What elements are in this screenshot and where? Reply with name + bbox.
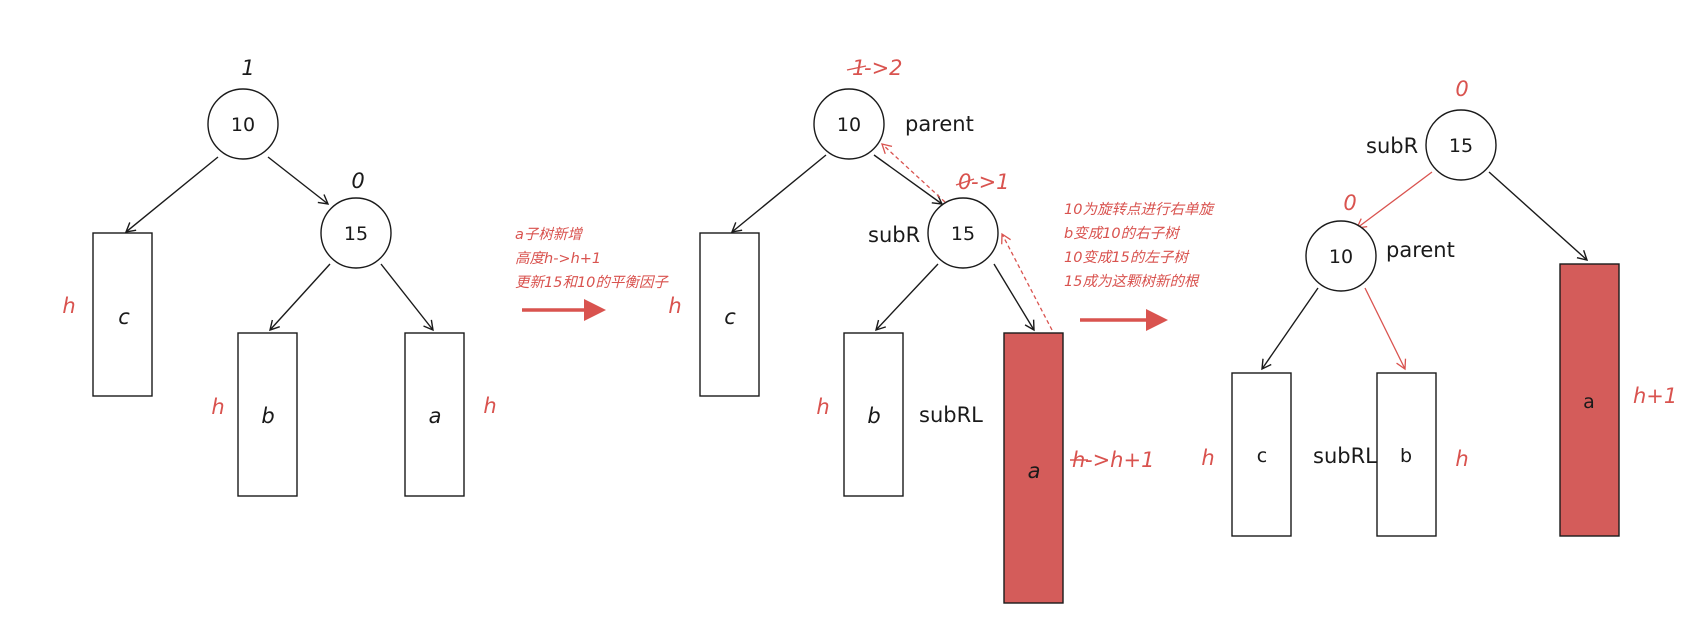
node-10-balance-strike: [846, 65, 867, 71]
node-10-balance: 0: [1343, 191, 1356, 215]
subtree-a: [1003, 332, 1064, 604]
subtree-b: [237, 332, 298, 497]
subRL-label: subRL: [1313, 444, 1377, 468]
edge-10-to-c: [730, 154, 827, 233]
step-2-line-3: 10变成15的左子树: [1064, 249, 1190, 266]
edge-10-to-c: [1261, 287, 1319, 371]
node-15-label: 15: [344, 223, 368, 245]
step-2-line-1: 10为旋转点进行右单旋: [1064, 201, 1215, 218]
node-15: [927, 197, 999, 269]
node-10: [813, 88, 885, 160]
subtree-b-height: h: [211, 395, 224, 419]
edge-15-to-a: [1488, 171, 1589, 261]
subtree-c-label: c: [724, 305, 736, 329]
edge-15-to-a: [380, 263, 434, 332]
node-15: [320, 197, 392, 269]
node-15-label: 15: [951, 223, 975, 245]
subtree-c: [699, 232, 760, 397]
subtree-b-label: b: [261, 404, 274, 428]
node-15-balance: 0: [351, 169, 364, 193]
edge-10-to-b: [1364, 287, 1407, 371]
subtree-a: [404, 332, 465, 497]
step-2-note: 10为旋转点进行右单旋 b变成10的右子树 10变成15的左子树 15成为这颗树…: [1064, 201, 1215, 331]
node-15-balance-strike: [955, 178, 975, 186]
subR-label: subR: [1366, 134, 1418, 158]
node-10: [1305, 220, 1377, 292]
step-1-line-1: a子树新增: [515, 226, 583, 243]
node-10-balance: 1: [241, 56, 254, 80]
subtree-c-height: h: [668, 294, 681, 318]
edge-10-to-15: [873, 154, 944, 205]
subtree-a-height-new: ->h+1: [1085, 448, 1154, 472]
parent-label: parent: [905, 112, 974, 136]
subtree-c-height: h: [62, 294, 75, 318]
step-1-note: a子树新增 高度h->h+1 更新15和10的平衡因子: [515, 226, 669, 321]
subtree-c: [1231, 372, 1292, 537]
subRL-label: subRL: [919, 403, 983, 427]
subtree-b-label: b: [867, 404, 880, 428]
subtree-a-label: a: [1028, 459, 1041, 483]
subtree-c-label: c: [118, 305, 130, 329]
diagram-1: 10 1 15 0 c h b h a h: [62, 56, 497, 497]
step-1-line-2: 高度h->h+1: [515, 250, 601, 267]
subtree-a-height: h: [483, 394, 496, 418]
step-2-line-2: b变成10的右子树: [1064, 225, 1181, 242]
subtree-b-label: b: [1400, 445, 1412, 467]
subtree-c-height: h: [1201, 446, 1214, 470]
parent-label: parent: [1386, 238, 1455, 262]
node-15: [1425, 109, 1497, 181]
node-10-balance-new: ->2: [864, 56, 903, 80]
subtree-b-height: h: [1455, 447, 1468, 471]
edge-15-to-10: [1355, 171, 1433, 229]
node-15-label: 15: [1449, 135, 1473, 157]
edge-10-to-c: [124, 156, 219, 233]
subtree-b: [1376, 372, 1437, 537]
subtree-c-label: c: [1257, 445, 1267, 467]
diagram-3: 15 0 subR 10 0 parent c h subRL b h a h+…: [1201, 77, 1677, 537]
node-10-label: 10: [837, 114, 861, 136]
node-10: [207, 88, 279, 160]
diagram-2: 10 1 ->2 parent 15 0 ->1 subR c h b h su…: [668, 56, 1154, 604]
subtree-b: [843, 332, 904, 497]
subtree-a: [1559, 263, 1620, 537]
step-2-arrow-head: [1146, 309, 1168, 331]
subtree-b-height: h: [816, 395, 829, 419]
subR-label: subR: [868, 223, 920, 247]
update-arrow-15-to-10: [881, 143, 946, 203]
node-10-label: 10: [231, 114, 255, 136]
node-15-balance: 0: [1455, 77, 1468, 101]
step-2-line-4: 15成为这颗树新的根: [1064, 273, 1200, 290]
edge-15-to-b: [269, 263, 331, 332]
edge-10-to-15: [267, 156, 330, 205]
subtree-a-label: a: [1583, 391, 1595, 413]
update-arrow-a-to-15: [1001, 232, 1053, 331]
step-1-arrow-head: [584, 299, 606, 321]
subtree-c: [92, 232, 153, 397]
subtree-a-height: h+1: [1633, 384, 1677, 408]
node-10-label: 10: [1329, 246, 1353, 268]
edge-15-to-b: [875, 263, 939, 332]
step-1-line-3: 更新15和10的平衡因子: [515, 274, 669, 291]
node-15-balance-new: ->1: [971, 170, 1010, 194]
edge-15-to-a: [993, 263, 1035, 332]
subtree-a-label: a: [429, 404, 442, 428]
